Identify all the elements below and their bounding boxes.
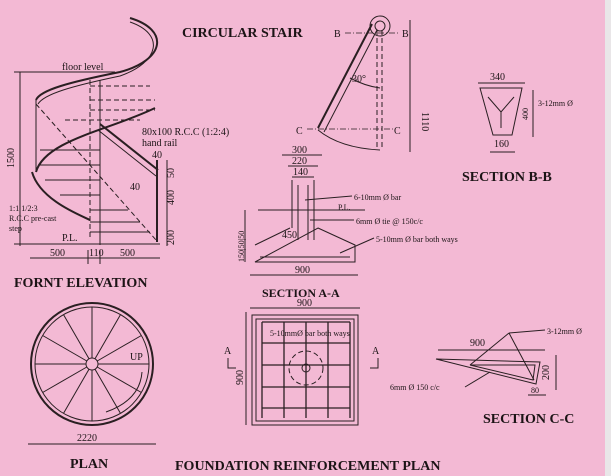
width-left: 500 [50, 248, 65, 259]
depth-dims: 150|50|50 [237, 231, 246, 262]
section-b-right: B [402, 29, 409, 40]
section-c-right: C [394, 126, 401, 137]
stair-tread-line [63, 368, 90, 414]
stair-tread-line [94, 368, 121, 414]
stair-tread-line [63, 314, 90, 360]
section-cc: 3-12mm Ø 900 6mm Ø 150 c/c 200 80 SECTIO… [390, 327, 582, 427]
section-a-left: A [224, 346, 232, 357]
dim-50: 50 [166, 168, 177, 178]
dim-200: 200 [166, 230, 177, 245]
width-center: 110 [89, 248, 104, 259]
bottom-width: 160 [494, 139, 509, 150]
section-bb: 340 400 3-12mm Ø 160 SECTION B-B [462, 72, 573, 185]
stair-tread-line [42, 335, 88, 362]
plinth-level: P.L. [62, 233, 78, 244]
foundation-plan: 900 900 5-10mmØ bar both ways A A FOUNDA… [175, 298, 441, 474]
height-dim: 1500 [6, 148, 17, 168]
bottom-80: 80 [531, 386, 539, 395]
section-b-left: B [334, 29, 341, 40]
bars-spec: 3-12mm Ø [547, 327, 582, 336]
stair-tread-line [42, 366, 88, 393]
foundation-plan-title: FOUNDATION REINFORCEMENT PLAN [175, 459, 441, 474]
front-elevation-title: FORNT ELEVATION [14, 276, 147, 291]
step-label: step [9, 224, 22, 233]
section-cc-title: SECTION C-C [483, 412, 574, 427]
depth-200: 200 [541, 365, 552, 380]
dim-140: 140 [293, 167, 308, 178]
length-900: 900 [470, 338, 485, 349]
main-bars: 6-10mm Ø bar [354, 193, 401, 202]
dim-450: 450 [282, 230, 297, 241]
height-dim: 1110 [419, 112, 430, 131]
ties-spec: 6mm Ø tie @ 150c/c [356, 217, 423, 226]
depth-900: 900 [235, 370, 246, 385]
dim-300: 300 [292, 145, 307, 156]
plan-title: PLAN [70, 457, 108, 472]
bars-spec: 5-10mmØ bar both ways [270, 329, 350, 338]
width-right: 500 [120, 248, 135, 259]
section-c-left: C [296, 126, 303, 137]
dim-40-mid: 40 [130, 182, 140, 193]
section-a-right: A [372, 346, 380, 357]
section-bb-title: SECTION B-B [462, 170, 552, 185]
stirrups-spec: 6mm Ø 150 c/c [390, 383, 440, 392]
base-bars: 5-10mm Ø bar both ways [376, 235, 458, 244]
diameter-dim: 2220 [77, 433, 97, 444]
floor-level-label: floor level [62, 62, 104, 73]
width-900: 900 [295, 265, 310, 276]
stair-elevation: B B 30° 1110 C C [296, 15, 430, 152]
stair-tread-line [94, 314, 121, 360]
section-aa-title: SECTION A-A [262, 286, 340, 300]
dim-400: 400 [166, 190, 177, 205]
front-elevation: 1500 floor level 80x100 R.C.C (1:2:4) ha… [6, 17, 229, 291]
bars-spec: 3-12mm Ø [538, 99, 573, 108]
top-width: 340 [490, 72, 505, 83]
step-type: R.C.C pre-cast [9, 214, 57, 223]
handrail-label: hand rail [142, 138, 177, 149]
step-mix: 1:1 1/2:3 [9, 204, 38, 213]
dim-40-top: 40 [152, 150, 162, 161]
stair-tread-line [96, 335, 142, 362]
plan-view: UP 2220 PLAN [28, 302, 156, 472]
handrail-spec: 80x100 R.C.C (1:2:4) [142, 127, 229, 138]
up-label: UP [130, 352, 143, 363]
stair-tread-line [96, 366, 142, 393]
dim-220: 220 [292, 156, 307, 167]
angle-label: 30° [352, 74, 366, 85]
section-aa: 300 220 140 6-10mm Ø bar P.L. 6mm Ø tie … [237, 145, 458, 300]
drawing-title: CIRCULAR STAIR [182, 26, 304, 41]
plinth-level: P.L. [338, 203, 350, 212]
width-900: 900 [297, 298, 312, 309]
depth: 400 [521, 108, 530, 120]
